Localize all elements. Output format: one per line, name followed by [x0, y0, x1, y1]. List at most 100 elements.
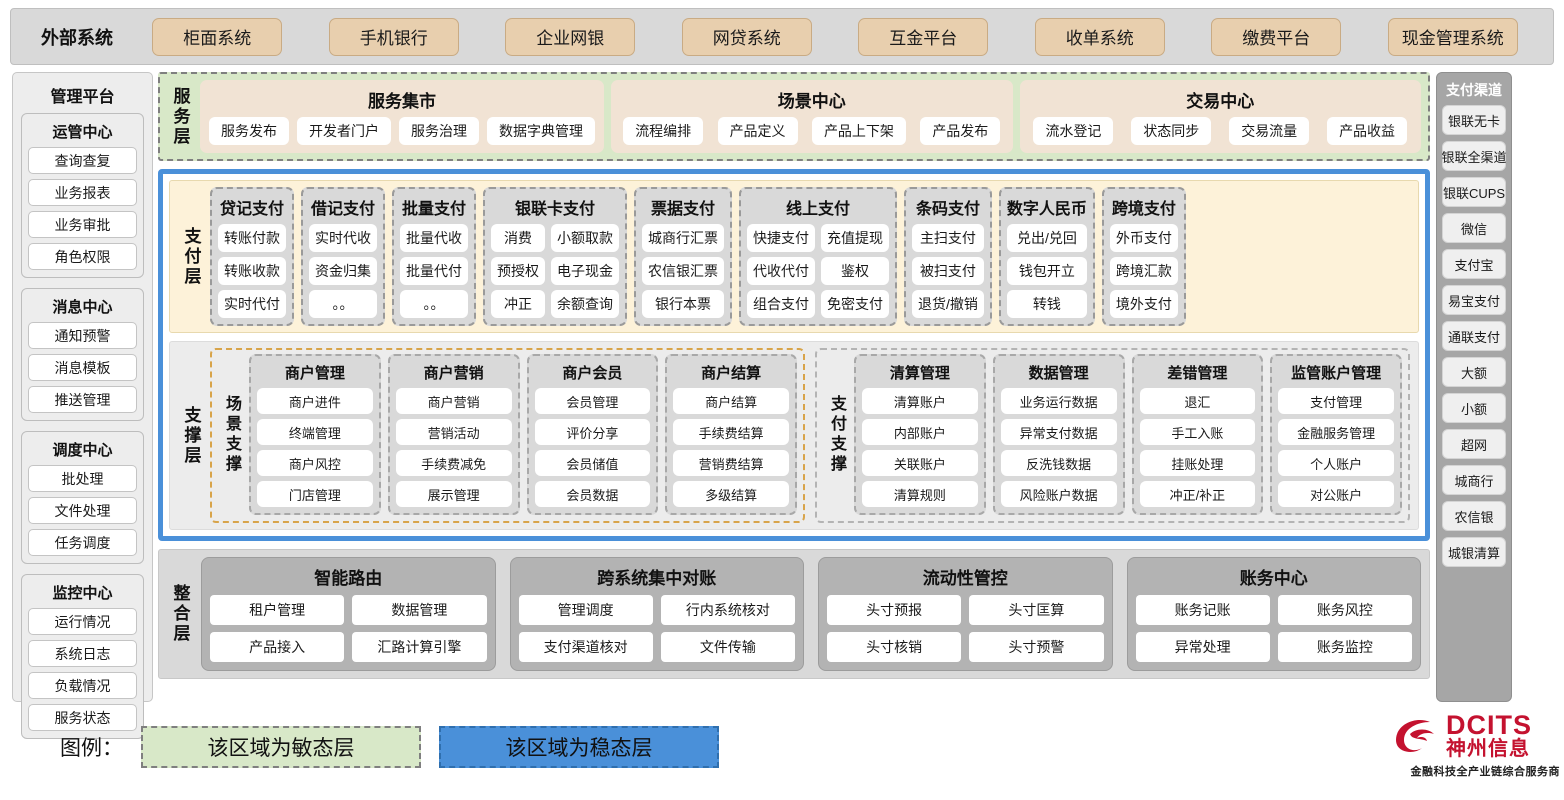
- sidebar-item[interactable]: 文件处理: [28, 497, 137, 524]
- integration-item[interactable]: 账务监控: [1277, 632, 1412, 662]
- support-item[interactable]: 会员管理: [534, 388, 651, 414]
- payment-channel-item[interactable]: 小额: [1442, 393, 1506, 423]
- support-item[interactable]: 商户进件: [257, 388, 373, 414]
- external-system-item[interactable]: 企业网银: [505, 17, 636, 56]
- payment-channel-item[interactable]: 支付宝: [1442, 249, 1506, 279]
- payment-channel-item[interactable]: 城银清算: [1442, 537, 1506, 567]
- payment-item[interactable]: 预授权: [491, 257, 545, 285]
- payment-item[interactable]: 批量代付: [400, 257, 468, 285]
- payment-channel-item[interactable]: 银联全渠道: [1442, 141, 1507, 171]
- payment-item[interactable]: 余额查询: [551, 290, 619, 318]
- payment-item[interactable]: 农信银汇票: [642, 257, 724, 285]
- support-item[interactable]: 金融服务管理: [1278, 419, 1394, 445]
- payment-channel-item[interactable]: 农信银: [1442, 501, 1506, 531]
- service-item[interactable]: 交易流量: [1229, 117, 1310, 145]
- integration-item[interactable]: 头寸预报: [827, 595, 962, 625]
- integration-item[interactable]: 行内系统核对: [660, 595, 795, 625]
- integration-item[interactable]: 数据管理: [352, 595, 487, 625]
- external-system-item[interactable]: 缴费平台: [1211, 17, 1342, 56]
- external-system-item[interactable]: 网贷系统: [681, 17, 812, 56]
- integration-item[interactable]: 文件传输: [660, 632, 795, 662]
- support-item[interactable]: 挂账处理: [1139, 450, 1256, 476]
- support-item[interactable]: 对公账户: [1278, 481, 1394, 507]
- payment-item[interactable]: 实时代收: [309, 224, 377, 252]
- payment-channel-item[interactable]: 大额: [1442, 357, 1506, 387]
- support-item[interactable]: 商户营销: [395, 388, 512, 414]
- integration-item[interactable]: 头寸匡算: [969, 595, 1104, 625]
- service-item[interactable]: 服务治理: [399, 117, 479, 145]
- payment-item[interactable]: 主扫支付: [912, 224, 984, 252]
- support-item[interactable]: 个人账户: [1278, 450, 1394, 476]
- integration-item[interactable]: 异常处理: [1135, 632, 1270, 662]
- support-item[interactable]: 关联账户: [862, 450, 978, 476]
- support-item[interactable]: 支付管理: [1278, 388, 1394, 414]
- sidebar-item[interactable]: 运行情况: [28, 608, 137, 635]
- service-item[interactable]: 产品收益: [1327, 117, 1408, 145]
- integration-item[interactable]: 支付渠道核对: [518, 632, 653, 662]
- support-item[interactable]: 手续费减免: [395, 450, 512, 476]
- payment-item[interactable]: 被扫支付: [912, 257, 984, 285]
- payment-item[interactable]: 免密支付: [821, 290, 889, 318]
- payment-item[interactable]: 城商行汇票: [642, 224, 724, 252]
- service-item[interactable]: 流程编排: [623, 117, 704, 145]
- external-system-item[interactable]: 互金平台: [858, 17, 989, 56]
- sidebar-item[interactable]: 负载情况: [28, 672, 137, 699]
- payment-channel-item[interactable]: 易宝支付: [1442, 285, 1506, 315]
- service-item[interactable]: 状态同步: [1131, 117, 1212, 145]
- payment-item[interactable]: 充值提现: [821, 224, 889, 252]
- support-item[interactable]: 清算账户: [862, 388, 978, 414]
- service-item[interactable]: 产品上下架: [811, 117, 906, 145]
- integration-item[interactable]: 管理调度: [518, 595, 653, 625]
- payment-item[interactable]: 冲正: [491, 290, 545, 318]
- support-item[interactable]: 营销费结算: [673, 450, 789, 476]
- external-system-item[interactable]: 现金管理系统: [1387, 17, 1518, 56]
- payment-item[interactable]: 外币支付: [1109, 224, 1178, 252]
- integration-item[interactable]: 头寸核销: [827, 632, 962, 662]
- support-item[interactable]: 终端管理: [257, 419, 373, 445]
- support-item[interactable]: 退汇: [1139, 388, 1256, 414]
- support-item[interactable]: 商户风控: [257, 450, 373, 476]
- service-item[interactable]: 服务发布: [209, 117, 289, 145]
- payment-item[interactable]: 转账付款: [218, 224, 286, 252]
- support-item[interactable]: 风险账户数据: [1000, 481, 1117, 507]
- payment-item[interactable]: 退货/撤销: [912, 290, 984, 318]
- payment-item[interactable]: 转钱: [1006, 290, 1087, 318]
- support-item[interactable]: 清算规则: [862, 481, 978, 507]
- integration-item[interactable]: 账务风控: [1277, 595, 1412, 625]
- support-item[interactable]: 展示管理: [395, 481, 512, 507]
- sidebar-item[interactable]: 业务审批: [28, 211, 137, 238]
- sidebar-item[interactable]: 推送管理: [28, 386, 137, 413]
- sidebar-item[interactable]: 查询查复: [28, 147, 137, 174]
- payment-channel-item[interactable]: 银联无卡: [1442, 105, 1506, 135]
- sidebar-item[interactable]: 业务报表: [28, 179, 137, 206]
- support-item[interactable]: 手工入账: [1139, 419, 1256, 445]
- support-item[interactable]: 业务运行数据: [1000, 388, 1117, 414]
- payment-item[interactable]: 电子现金: [551, 257, 619, 285]
- sidebar-item[interactable]: 任务调度: [28, 529, 137, 556]
- support-item[interactable]: 商户结算: [673, 388, 789, 414]
- support-item[interactable]: 手续费结算: [673, 419, 789, 445]
- payment-item[interactable]: 消费: [491, 224, 545, 252]
- payment-item[interactable]: 转账收款: [218, 257, 286, 285]
- payment-item[interactable]: 兑出/兑回: [1006, 224, 1087, 252]
- sidebar-item[interactable]: 系统日志: [28, 640, 137, 667]
- service-item[interactable]: 产品定义: [717, 117, 798, 145]
- service-item[interactable]: 开发者门户: [297, 117, 391, 145]
- external-system-item[interactable]: 柜面系统: [152, 17, 283, 56]
- support-item[interactable]: 多级结算: [673, 481, 789, 507]
- sidebar-item[interactable]: 通知预警: [28, 322, 137, 349]
- support-item[interactable]: 会员储值: [534, 450, 651, 476]
- payment-channel-item[interactable]: 通联支付: [1442, 321, 1506, 351]
- sidebar-item[interactable]: 消息模板: [28, 354, 137, 381]
- payment-item[interactable]: 钱包开立: [1006, 257, 1087, 285]
- support-item[interactable]: 内部账户: [862, 419, 978, 445]
- payment-item[interactable]: 实时代付: [218, 290, 286, 318]
- service-item[interactable]: 数据字典管理: [487, 117, 595, 145]
- integration-item[interactable]: 头寸预警: [969, 632, 1104, 662]
- payment-item[interactable]: 批量代收: [400, 224, 468, 252]
- sidebar-item[interactable]: 角色权限: [28, 243, 137, 270]
- integration-item[interactable]: 汇路计算引擎: [352, 632, 487, 662]
- support-item[interactable]: 评价分享: [534, 419, 651, 445]
- support-item[interactable]: 冲正/补正: [1139, 481, 1256, 507]
- support-item[interactable]: 门店管理: [257, 481, 373, 507]
